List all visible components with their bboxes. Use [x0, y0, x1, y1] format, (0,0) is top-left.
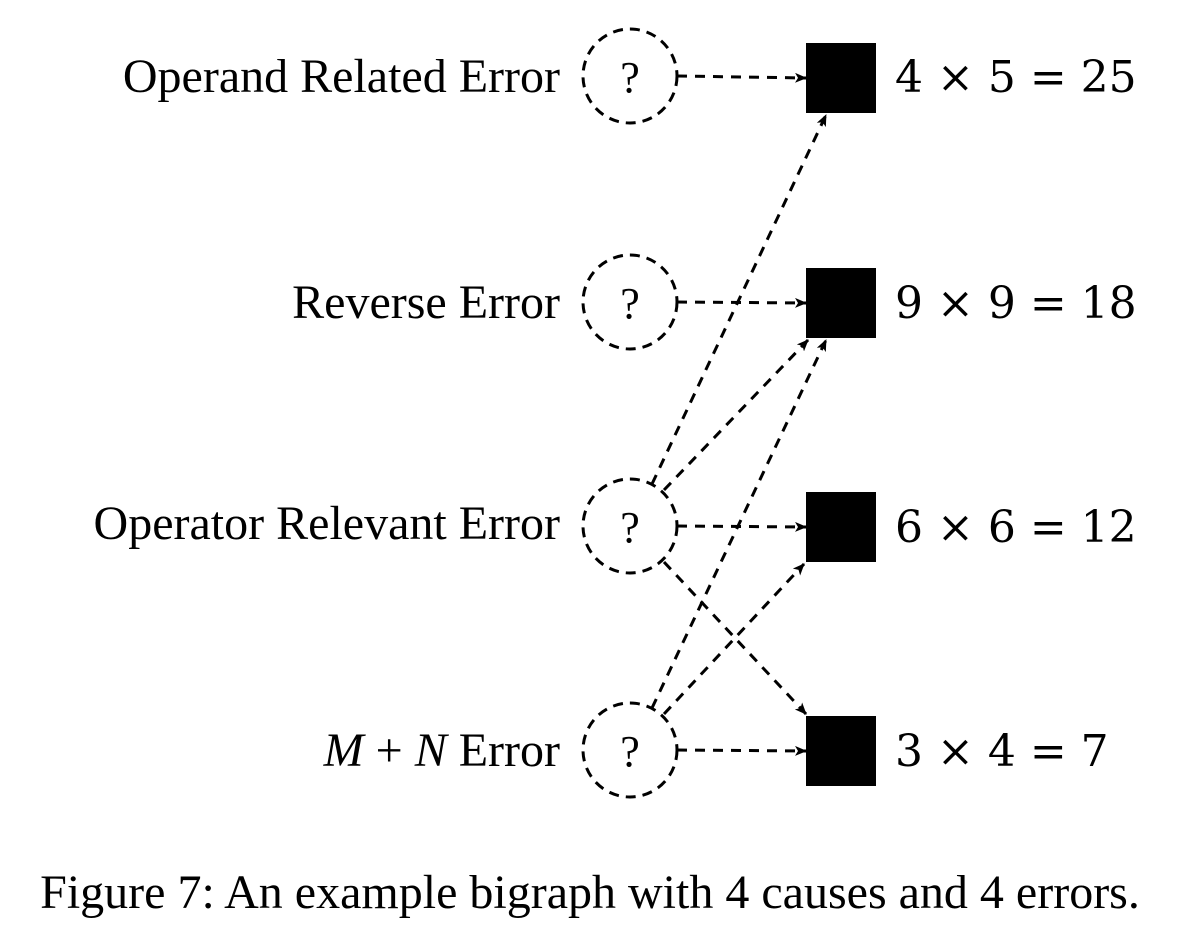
edge-cause2-to-error0 — [650, 114, 828, 485]
unknown-cause-symbol: ? — [620, 727, 640, 776]
cause-node-0: ? — [581, 27, 679, 125]
cause-label-reverse: Reverse Error — [292, 276, 560, 329]
error-expression-0: 4 × 5 = 25 — [895, 52, 1137, 103]
error-node-2 — [806, 492, 876, 562]
cause-node-3: ? — [581, 701, 679, 799]
cause-node-1: ? — [581, 253, 679, 351]
error-expression-3: 3 × 4 = 7 — [895, 726, 1109, 777]
error-expression-2: 6 × 6 = 12 — [895, 502, 1137, 553]
edge-cause3-to-error2 — [662, 562, 806, 716]
error-node-0 — [806, 43, 876, 113]
edge-cause3-to-error3 — [676, 745, 807, 756]
unknown-cause-symbol: ? — [620, 503, 640, 552]
error-expression-1: 9 × 9 = 18 — [895, 278, 1137, 329]
error-node-3 — [806, 716, 876, 786]
cause-node-2: ? — [581, 477, 679, 575]
edge-cause3-to-error1 — [650, 339, 828, 709]
unknown-cause-symbol: ? — [620, 279, 640, 328]
figure-caption: Figure 7: An example bigraph with 4 caus… — [40, 866, 1140, 919]
edge-cause1-to-error1 — [676, 297, 807, 308]
edges — [650, 72, 828, 756]
error-node-1 — [806, 268, 876, 338]
cause-label-operand-related: Operand Related Error — [123, 50, 560, 103]
edge-cause0-to-error0 — [676, 72, 807, 83]
cause-label-operator-relevant: Operator Relevant Error — [94, 497, 560, 550]
unknown-cause-symbol: ? — [620, 53, 640, 102]
cause-label-m-plus-n: M + N Error — [323, 724, 560, 777]
edge-cause2-to-error2 — [676, 521, 807, 532]
